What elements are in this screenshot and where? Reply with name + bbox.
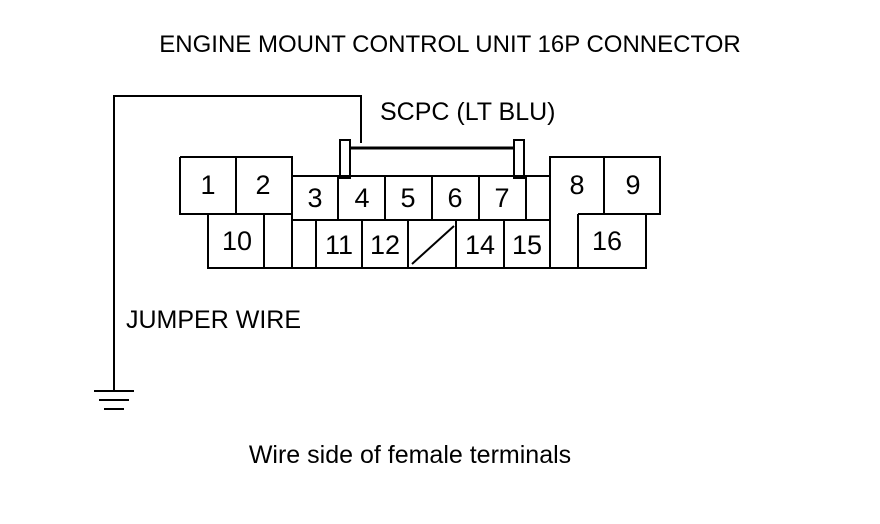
pin-9-label: 9 <box>625 170 640 200</box>
pin-10-label: 10 <box>222 226 252 256</box>
ground-icon <box>94 390 134 410</box>
pin-7-label: 7 <box>494 183 509 213</box>
pin-1-label: 1 <box>200 170 215 200</box>
pin-15-label: 15 <box>512 230 542 260</box>
pin-labels: 1 2 3 4 5 6 7 8 9 10 11 12 14 15 16 <box>200 170 640 260</box>
jumper-wire-label: JUMPER WIRE <box>126 306 301 334</box>
scpc-wire-label: SCPC (LT BLU) <box>380 98 556 126</box>
pin-8-label: 8 <box>569 170 584 200</box>
pin-11-label: 11 <box>325 230 353 260</box>
pin-16-label: 16 <box>592 226 622 256</box>
pin-5-label: 5 <box>400 183 415 213</box>
pin-14-label: 14 <box>465 230 495 260</box>
pin-4-label: 4 <box>354 183 369 213</box>
footer-caption: Wire side of female terminals <box>249 441 571 469</box>
backprobe-right <box>513 139 525 179</box>
pin-6-label: 6 <box>447 183 462 213</box>
jumper-wire <box>113 95 362 390</box>
diagram-title: ENGINE MOUNT CONTROL UNIT 16P CONNECTOR <box>159 31 740 58</box>
pin-3-label: 3 <box>307 183 322 213</box>
pin-12-label: 12 <box>370 230 400 260</box>
backprobe-left <box>339 139 351 179</box>
connector-body <box>179 156 661 269</box>
pin-2-label: 2 <box>255 170 270 200</box>
